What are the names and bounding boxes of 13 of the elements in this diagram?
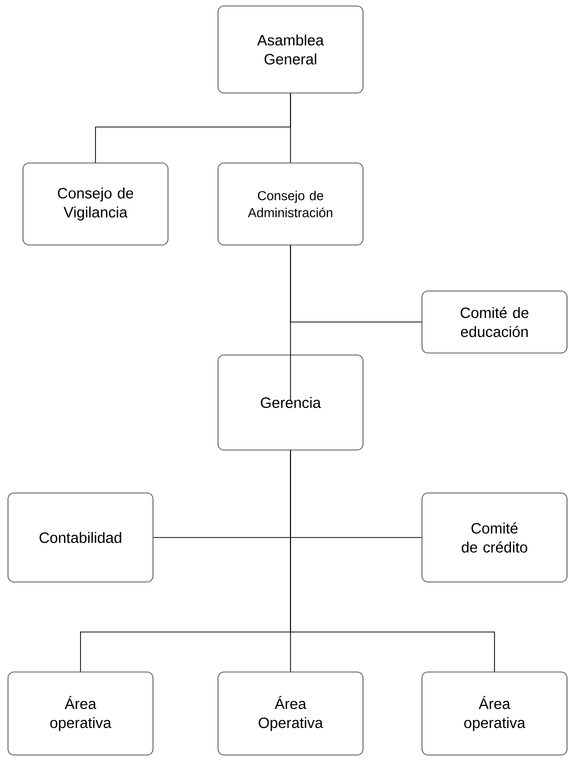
connector-line bbox=[290, 93, 291, 163]
org-box: Consejo de Administración bbox=[218, 162, 364, 246]
connector-line bbox=[290, 450, 495, 672]
connector-line bbox=[290, 245, 291, 400]
org-box: Consejo de Vigilancia bbox=[22, 162, 168, 246]
org-box: Asamblea General bbox=[218, 6, 364, 94]
org-box: Comité de crédito bbox=[422, 492, 568, 582]
org-box: Contabilidad bbox=[8, 492, 154, 582]
org-box: Área operativa bbox=[422, 672, 568, 756]
org-box: Comité de educación bbox=[422, 290, 568, 354]
org-box: Área operativa bbox=[8, 672, 154, 756]
org-box: Gerencia bbox=[218, 354, 364, 450]
org-box: Área Operativa bbox=[218, 672, 364, 756]
